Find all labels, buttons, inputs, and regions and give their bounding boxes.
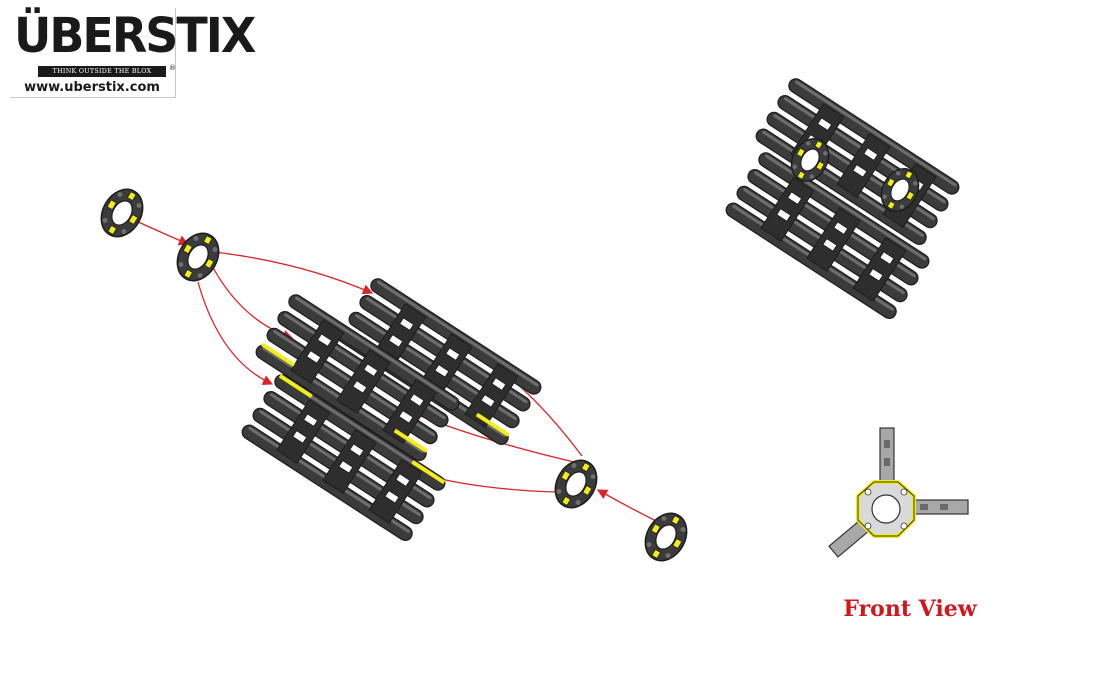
hub-connector-2	[168, 225, 228, 289]
assembled-view	[724, 76, 962, 321]
middle-plate	[254, 292, 462, 463]
middle-plate-yellow-edge-left	[261, 342, 296, 367]
arrow-hub2-to-top-plate	[213, 251, 374, 295]
front-view-caption: Front View	[843, 596, 977, 622]
middle-plate-yellow-edge-right	[393, 428, 428, 453]
arrow-hub1-to-hub2	[133, 219, 190, 246]
uberstix-logo: ÜBERSTIX THINK OUTSIDE THE BLOX ® www.ub…	[10, 8, 256, 98]
arrow-hub4-to-hub3	[596, 489, 663, 525]
bottom-plate-yellow-edge-right	[411, 460, 446, 485]
logo-url: www.uberstix.com	[24, 80, 160, 95]
hub-connector-3	[546, 452, 606, 516]
top-plate-yellow-edge-right	[475, 412, 510, 437]
arrow-hub2-to-bottom-plate	[197, 281, 274, 385]
arrow-hub2-to-middle-plate	[209, 261, 294, 340]
logo-registered-mark: ®	[169, 64, 176, 72]
bottom-plate-yellow-edge-left	[278, 374, 313, 399]
logo-tagline: THINK OUTSIDE THE BLOX	[38, 66, 166, 77]
front-view-diagram	[828, 427, 969, 558]
bottom-plate	[240, 372, 448, 543]
logo-wordmark: ÜBERSTIX	[14, 6, 256, 64]
hub-connector-1	[92, 181, 152, 245]
